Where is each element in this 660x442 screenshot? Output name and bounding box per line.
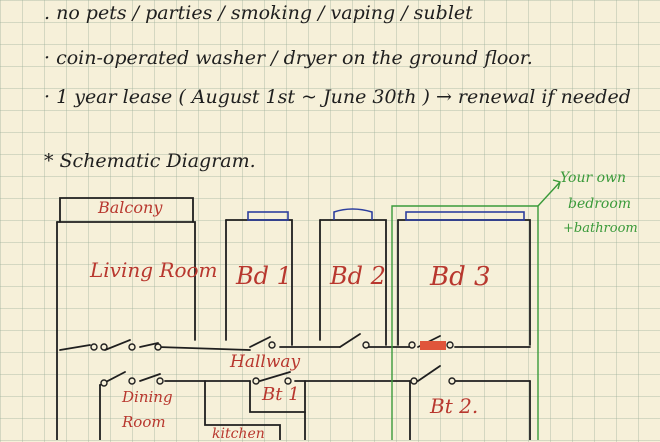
bd3-door-highlight	[420, 341, 446, 350]
balcony-outline	[59, 197, 194, 223]
bd3-closet	[405, 211, 525, 221]
bt1-outline	[249, 380, 306, 413]
own-room-outline	[391, 179, 561, 440]
kitchen-outline	[204, 380, 281, 440]
living-room-outline	[56, 221, 196, 341]
annotation-arrow	[537, 181, 561, 207]
bd1-closet	[247, 211, 289, 221]
door-hinges	[90, 341, 456, 387]
label-living-room: Living Room	[90, 258, 218, 282]
schematic-heading: * Schematic Diagram.	[44, 150, 256, 172]
label-room: Room	[122, 413, 166, 431]
label-bd3: Bd 3	[430, 262, 491, 292]
annotation-line2: bedroom	[568, 196, 632, 212]
rule-no-pets: . no pets / parties / smoking / vaping /…	[44, 2, 473, 24]
label-kitchen: kitchen	[212, 426, 265, 442]
rule-lease: · 1 year lease ( August 1st ~ June 30th …	[44, 86, 631, 108]
closets	[247, 208, 525, 221]
annotation-line1: Your own	[560, 170, 627, 186]
label-bd1: Bd 1	[236, 262, 292, 290]
bd2-outline	[319, 219, 387, 346]
label-bt2: Bt 2.	[430, 394, 479, 418]
label-balcony: Balcony	[98, 198, 163, 217]
bd2-closet	[333, 208, 373, 220]
annotation-line3: +bathroom	[563, 221, 638, 236]
label-bt1: Bt 1	[262, 384, 300, 405]
label-bd2: Bd 2	[330, 262, 386, 290]
label-hallway: Hallway	[230, 352, 301, 372]
label-dining: Dining	[122, 388, 173, 406]
rule-washer-dryer: · coin-operated washer / dryer on the gr…	[44, 47, 533, 69]
